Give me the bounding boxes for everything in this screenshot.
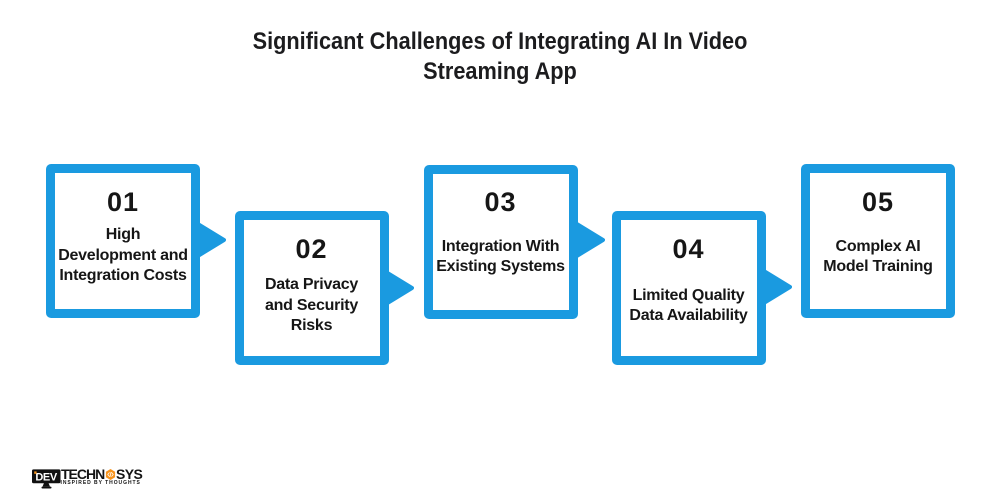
svg-text:DEV: DEV (35, 471, 57, 483)
